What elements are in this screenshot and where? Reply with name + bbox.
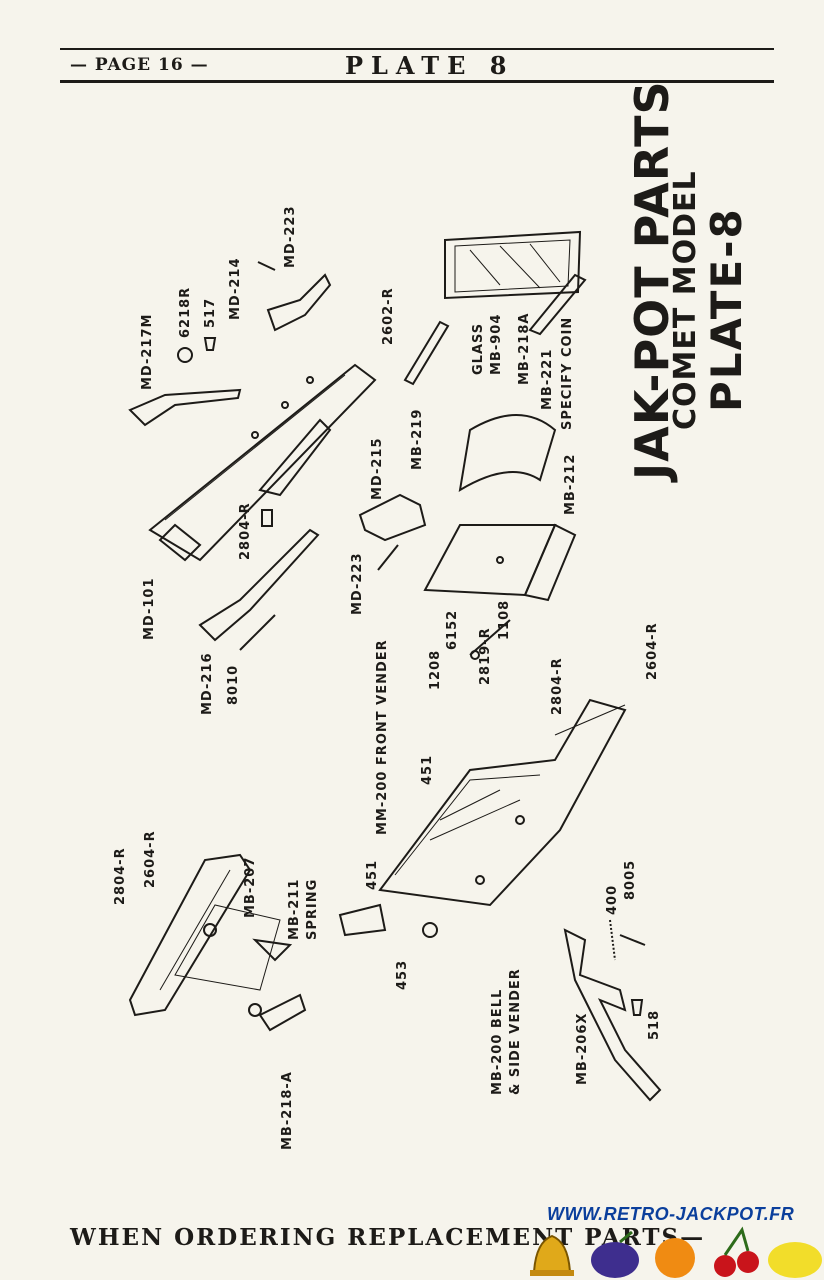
bell-icon [530,1234,574,1276]
label-mb904: MB-904 [489,313,504,375]
label-glass: GLASS [471,322,486,375]
label-mb218a: MB-218A [517,312,532,385]
label-md215: MD-215 [370,437,385,500]
pin-md223-bottom [377,544,399,571]
pin-8005 [619,934,646,946]
label-spring: SPRING [305,878,320,940]
label-2804r-top: 2804-R [238,502,253,560]
label-mb221: MB-221 [540,348,555,410]
screw-2804r-top [261,509,273,527]
label-mb211: MB-211 [287,878,302,940]
part-md216 [198,528,320,642]
pin-8010 [239,614,276,651]
glass-panel [444,230,582,300]
label-1208: 1208 [428,649,443,690]
footer-url[interactable]: WWW.RETRO-JACKPOT.FR [547,1204,795,1224]
header-rule-bottom [60,80,774,83]
plate-title: PLATE 8 [345,51,515,80]
label-md214: MD-214 [228,257,243,320]
label-517: 517 [203,297,218,328]
bar-mb219 [403,320,450,386]
label-1108: 1108 [497,599,512,640]
label-8010: 8010 [226,664,241,705]
box-mb212 [423,523,577,602]
frame-mb207 [128,853,307,1032]
heading-subtitle: COMET MODEL [668,170,703,430]
label-md216: MD-216 [200,652,215,715]
label-2604r-right: 2604-R [645,622,660,680]
label-mb200-line2: & SIDE VENDER [508,968,523,1095]
spring-mb211 [252,938,293,962]
label-md223-bottom: MD-223 [350,552,365,615]
label-451-top: 451 [420,754,435,785]
pin-md223-top [257,261,276,271]
plum-icon [591,1230,639,1278]
label-6218r: 6218R [178,286,193,338]
label-mb207: MB-207 [243,856,258,918]
label-mb206x: MB-206X [575,1012,590,1085]
screw-517 [203,337,217,351]
front-vender-mm200 [338,698,627,938]
lever-md217m [128,388,242,427]
header-rule-top [60,48,774,50]
label-md223-top: MD-223 [283,205,298,268]
spring-400 [609,919,616,961]
bolt-6152 [469,619,511,656]
label-mb219: MB-219 [410,408,425,470]
label-mb212: MB-212 [563,453,578,515]
label-2804r-left: 2804-R [113,847,128,905]
part-md215 [358,493,427,542]
label-8005: 8005 [623,859,638,900]
label-2602r: 2602-R [381,287,396,345]
curved-plate-mb221 [458,414,557,492]
label-mm200: MM-200 FRONT VENDER [375,639,390,835]
bracket-md214 [266,273,332,332]
washer-1208 [470,650,480,660]
label-md101: MD-101 [142,577,157,640]
label-2819r: 2819-R [478,627,493,685]
label-451-bottom: 451 [365,859,380,890]
fruit-logo [530,1226,822,1278]
label-mb218a-bottom: MB-218-A [280,1071,295,1150]
orange-icon [655,1238,695,1278]
washer-6218r [177,347,193,363]
slide-mb218a [528,273,587,336]
label-2804r-mid: 2804-R [550,657,565,715]
label-mb200-line1: MB-200 BELL [490,988,505,1095]
label-2604r-left: 2604-R [143,830,158,888]
footer-text: WHEN ORDERING REPLACEMENT PARTS— [70,1224,706,1251]
label-specify-coin: SPECIFY COIN [560,316,575,430]
label-453: 453 [395,959,410,990]
label-400: 400 [605,884,620,915]
screw-518 [630,999,644,1016]
label-518: 518 [647,1009,662,1040]
label-6152: 6152 [445,609,460,650]
cherry-icon [714,1226,759,1277]
heading-plate: PLATE-8 [702,207,751,412]
page-number: — PAGE 16 — [70,55,209,75]
lever-mb206x [563,928,662,1102]
label-md217m: MD-217M [140,313,155,390]
lemon-icon [768,1242,822,1278]
arm-md101 [148,363,377,562]
